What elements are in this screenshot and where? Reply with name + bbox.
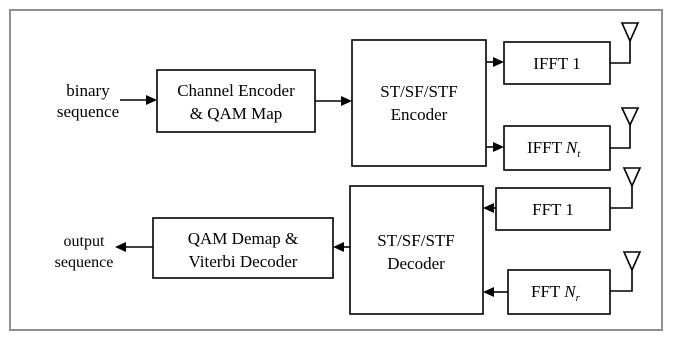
encoder-to-stf-arrowhead — [341, 96, 352, 106]
fft-1-label: FFT 1 — [532, 200, 574, 219]
qam-demap-block — [152, 217, 334, 279]
stf-decoder-line1: ST/SF/STF — [377, 231, 455, 250]
fft-nr-text: FFT — [531, 282, 564, 301]
stf-encoder-line1: ST/SF/STF — [380, 82, 458, 101]
channel-encoder-line1: Channel Encoder — [177, 81, 295, 100]
channel-encoder-block — [156, 69, 316, 133]
input-arrowhead — [146, 95, 157, 105]
fft-nr-label: FFT Nr — [531, 282, 581, 304]
stf-encoder-line2: Encoder — [391, 105, 448, 124]
stf-encoder-block — [351, 39, 487, 167]
antenna-icon — [610, 22, 640, 64]
stf-to-ifft1-arrowhead — [493, 57, 504, 67]
fftnr-to-decoder-arrowhead — [483, 287, 494, 297]
fft-nr-symbol: N — [563, 282, 577, 301]
fft-nr-subscript: r — [576, 292, 581, 304]
ifft-nt-symbol: N — [565, 138, 579, 157]
output-label-line2: sequence — [55, 254, 114, 271]
stf-decoder-line2: Decoder — [387, 254, 445, 273]
ifft-1-label: IFFT 1 — [533, 54, 580, 73]
fft-nr-block — [507, 269, 611, 315]
decoder-to-demap-arrowhead — [333, 242, 344, 252]
ifft-nt-subscript: t — [577, 148, 581, 160]
stf-to-ifftnt-arrowhead — [493, 142, 504, 152]
antenna-icon — [610, 251, 642, 292]
input-label-line2: sequence — [57, 102, 119, 121]
ifft-nt-label: IFFT Nt — [527, 138, 581, 160]
output-arrowhead — [115, 242, 126, 252]
fft1-to-decoder-arrowhead — [483, 203, 494, 213]
antenna-icon — [610, 167, 642, 209]
antenna-icon — [610, 107, 640, 149]
ifft-nt-text: IFFT — [527, 138, 566, 157]
fft-1-block — [495, 187, 611, 231]
input-label-line1: binary — [66, 81, 110, 100]
output-label-line1: output — [64, 233, 105, 250]
qam-demap-line2: Viterbi Decoder — [189, 252, 298, 271]
channel-encoder-line2: & QAM Map — [190, 104, 283, 123]
qam-demap-line1: QAM Demap & — [188, 229, 298, 248]
stf-decoder-block — [349, 185, 484, 315]
